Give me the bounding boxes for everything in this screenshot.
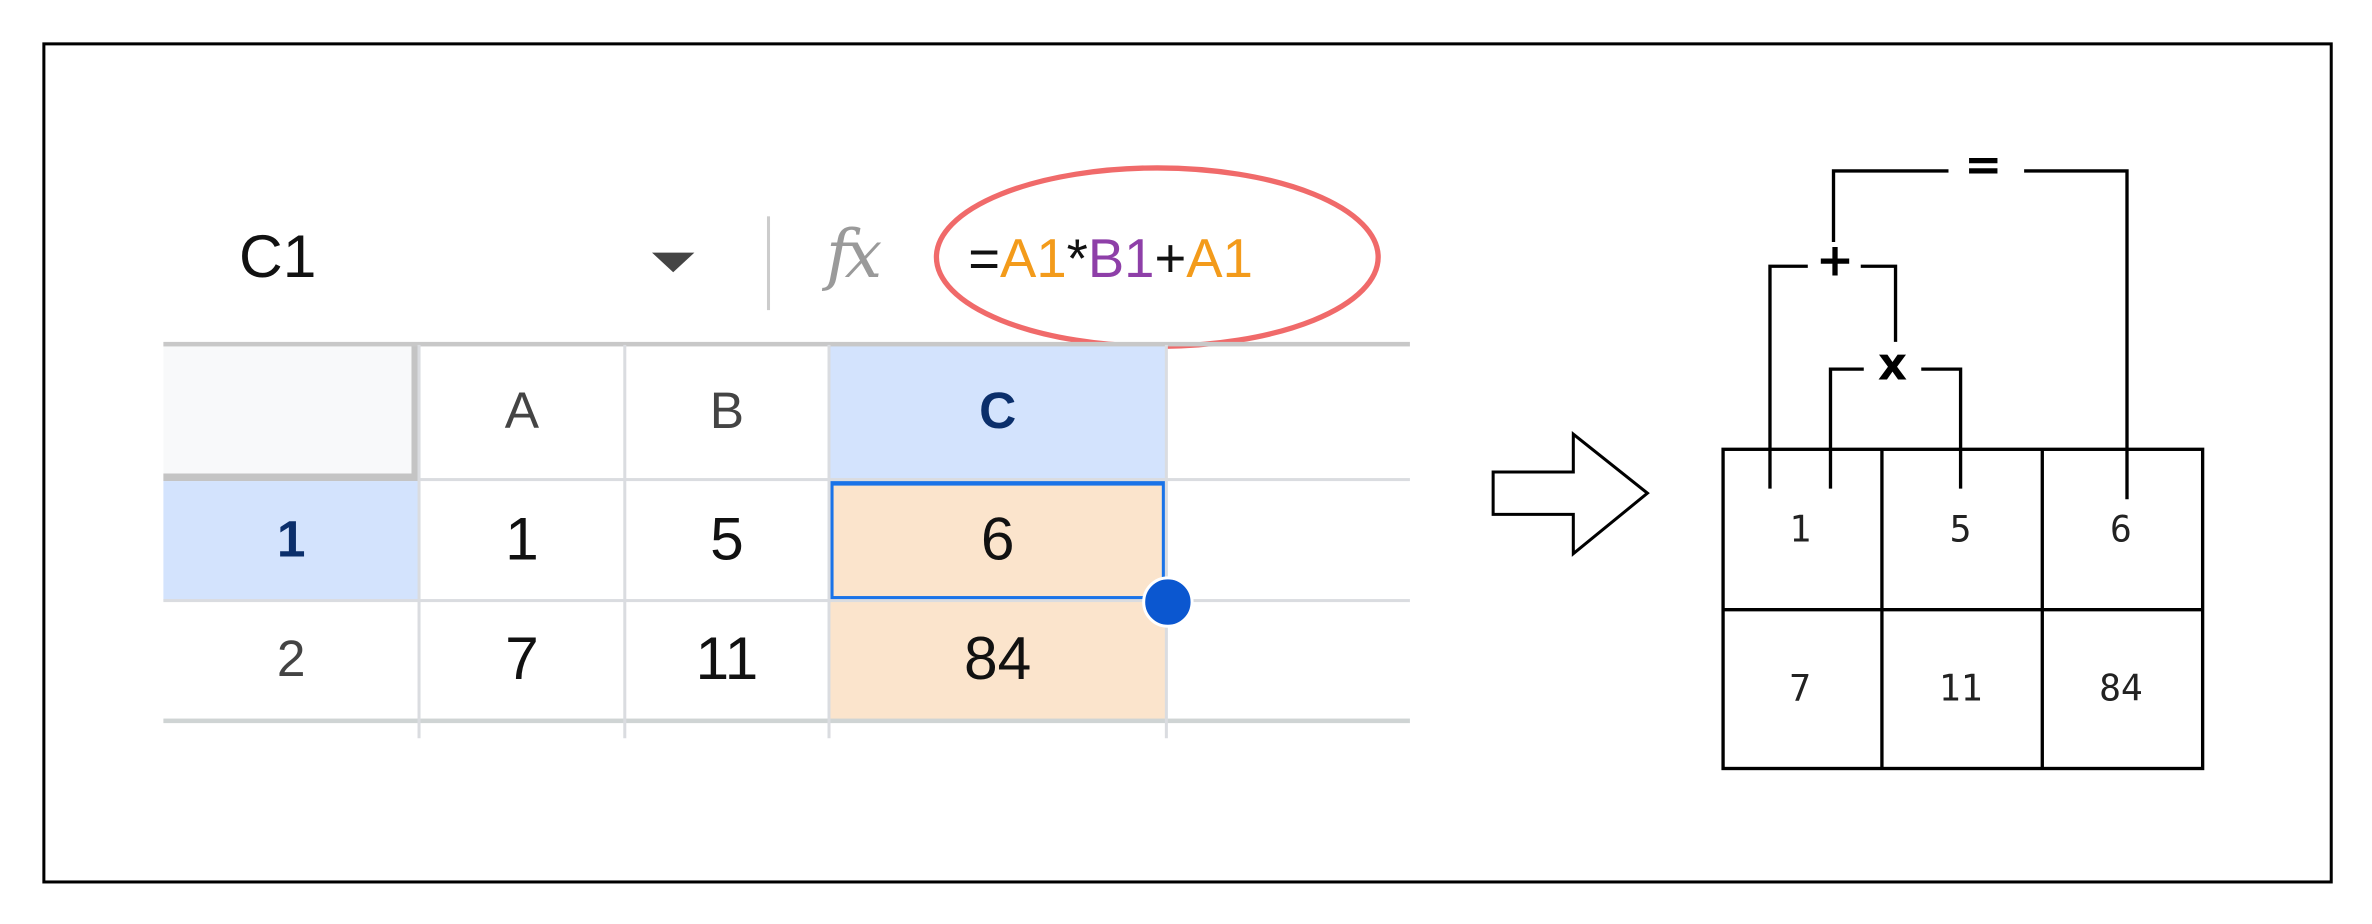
formula-token: B1 (1087, 226, 1155, 289)
row-header-2[interactable]: 2 (276, 630, 306, 689)
row-header-1[interactable]: 1 (163, 481, 420, 601)
formula-token: * (1066, 226, 1088, 289)
frozen-col-divider (411, 344, 420, 482)
grid-line (163, 599, 1410, 603)
figure-frame (42, 42, 2333, 884)
grid-line (827, 344, 831, 739)
formula-input[interactable]: =A1*B1+A1 (968, 227, 1253, 291)
plus-operator: + (1816, 233, 1854, 286)
diagram-cell: 84 (2099, 666, 2143, 709)
fill-handle[interactable] (1142, 576, 1194, 628)
cell-c1-selected[interactable]: 6 (829, 481, 1167, 601)
cell-c2[interactable]: 84 (829, 600, 1167, 721)
name-box[interactable]: C1 (239, 223, 317, 291)
divider (766, 216, 771, 311)
frozen-row-divider (163, 473, 420, 482)
grid-line (163, 718, 1410, 724)
diagram-grid (1721, 447, 2205, 771)
fx-icon: fx (825, 216, 882, 294)
grid-line (417, 344, 421, 739)
select-all-corner[interactable] (163, 344, 412, 474)
diagram-cell: 6 (2110, 508, 2132, 551)
dependency-brackets (1768, 169, 2129, 500)
cell-a2[interactable]: 7 (505, 626, 539, 693)
grid-line (623, 344, 627, 739)
column-header-a[interactable]: A (504, 382, 540, 441)
formula-token: = (968, 226, 1001, 289)
times-operator: x (1878, 338, 1907, 391)
diagram-cell: 11 (1939, 666, 1983, 709)
cell-b2[interactable]: 11 (695, 626, 759, 693)
diagram-cell: 7 (1789, 666, 1811, 709)
column-header-c[interactable]: C (829, 344, 1167, 480)
diagram-cell: 5 (1950, 508, 1972, 551)
formula-token: + (1154, 226, 1187, 289)
grid-line (1164, 344, 1168, 739)
equals-operator: = (1964, 138, 2002, 191)
formula-token: A1 (1000, 226, 1067, 289)
chevron-down-icon[interactable] (652, 252, 695, 273)
grid-line (419, 478, 1410, 482)
formula-token: A1 (1186, 226, 1253, 289)
column-header-b[interactable]: B (709, 382, 745, 441)
cell-b1[interactable]: 5 (710, 506, 744, 574)
cell-a1[interactable]: 1 (505, 506, 539, 574)
arrow-right-icon (1491, 431, 1650, 557)
grid-line (163, 341, 1410, 347)
diagram-cell: 1 (1789, 508, 1811, 551)
